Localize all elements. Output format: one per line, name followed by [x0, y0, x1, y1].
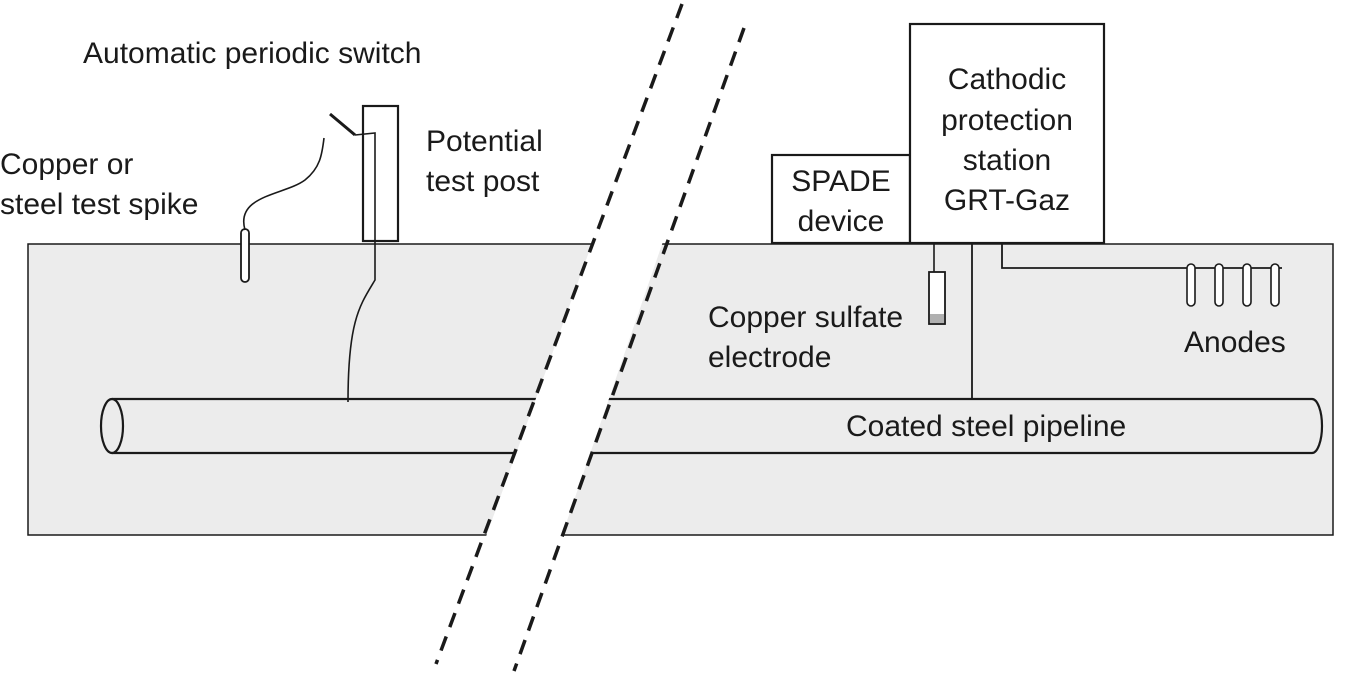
anode-3 — [1242, 263, 1252, 307]
break-line-right — [512, 27, 746, 672]
anode-4 — [1270, 263, 1280, 307]
spike-label-line1: Copper or — [0, 148, 133, 181]
test-post-wire — [347, 132, 376, 403]
spade-device-box — [770, 153, 912, 245]
station-label-line1: Cathodic — [948, 63, 1066, 96]
anodes-label: Anodes — [1184, 326, 1286, 359]
anode-bed — [1001, 243, 1282, 307]
switch-label: Automatic periodic switch — [83, 37, 421, 70]
station-label-line3: station — [963, 144, 1051, 177]
electrode-label-line1: Copper sulfate — [708, 301, 903, 334]
spike-label-line2: steel test spike — [0, 188, 198, 221]
test-spike-rod — [240, 228, 250, 283]
electrode-label-line2: electrode — [708, 341, 831, 374]
spade-label-line1: SPADE — [791, 165, 890, 198]
break-line-left — [434, 3, 684, 665]
electrode-body — [928, 271, 946, 325]
ground-block — [27, 243, 1334, 536]
station-label-line4: GRT-Gaz — [944, 184, 1070, 217]
pipeline — [99, 397, 1324, 455]
switch-lever-icon — [329, 112, 356, 137]
pipeline-label: Coated steel pipeline — [846, 410, 1126, 443]
cathodic-station-box — [908, 22, 1106, 245]
electrode-tip — [930, 314, 944, 323]
anode-2 — [1214, 263, 1224, 307]
test-spike — [240, 137, 325, 283]
station-label-line2: protection — [941, 104, 1073, 137]
test-spike-wire — [242, 137, 325, 231]
pipeline-end-cap — [99, 397, 125, 455]
break-gap — [436, 0, 746, 675]
potential-test-post — [329, 104, 400, 403]
post-label-line2: test post — [426, 165, 540, 198]
anode-1 — [1186, 263, 1196, 307]
test-post-box — [361, 104, 400, 243]
spade-label-line2: device — [798, 205, 885, 238]
copper-sulfate-electrode — [928, 243, 946, 325]
post-label-line1: Potential — [426, 125, 543, 158]
